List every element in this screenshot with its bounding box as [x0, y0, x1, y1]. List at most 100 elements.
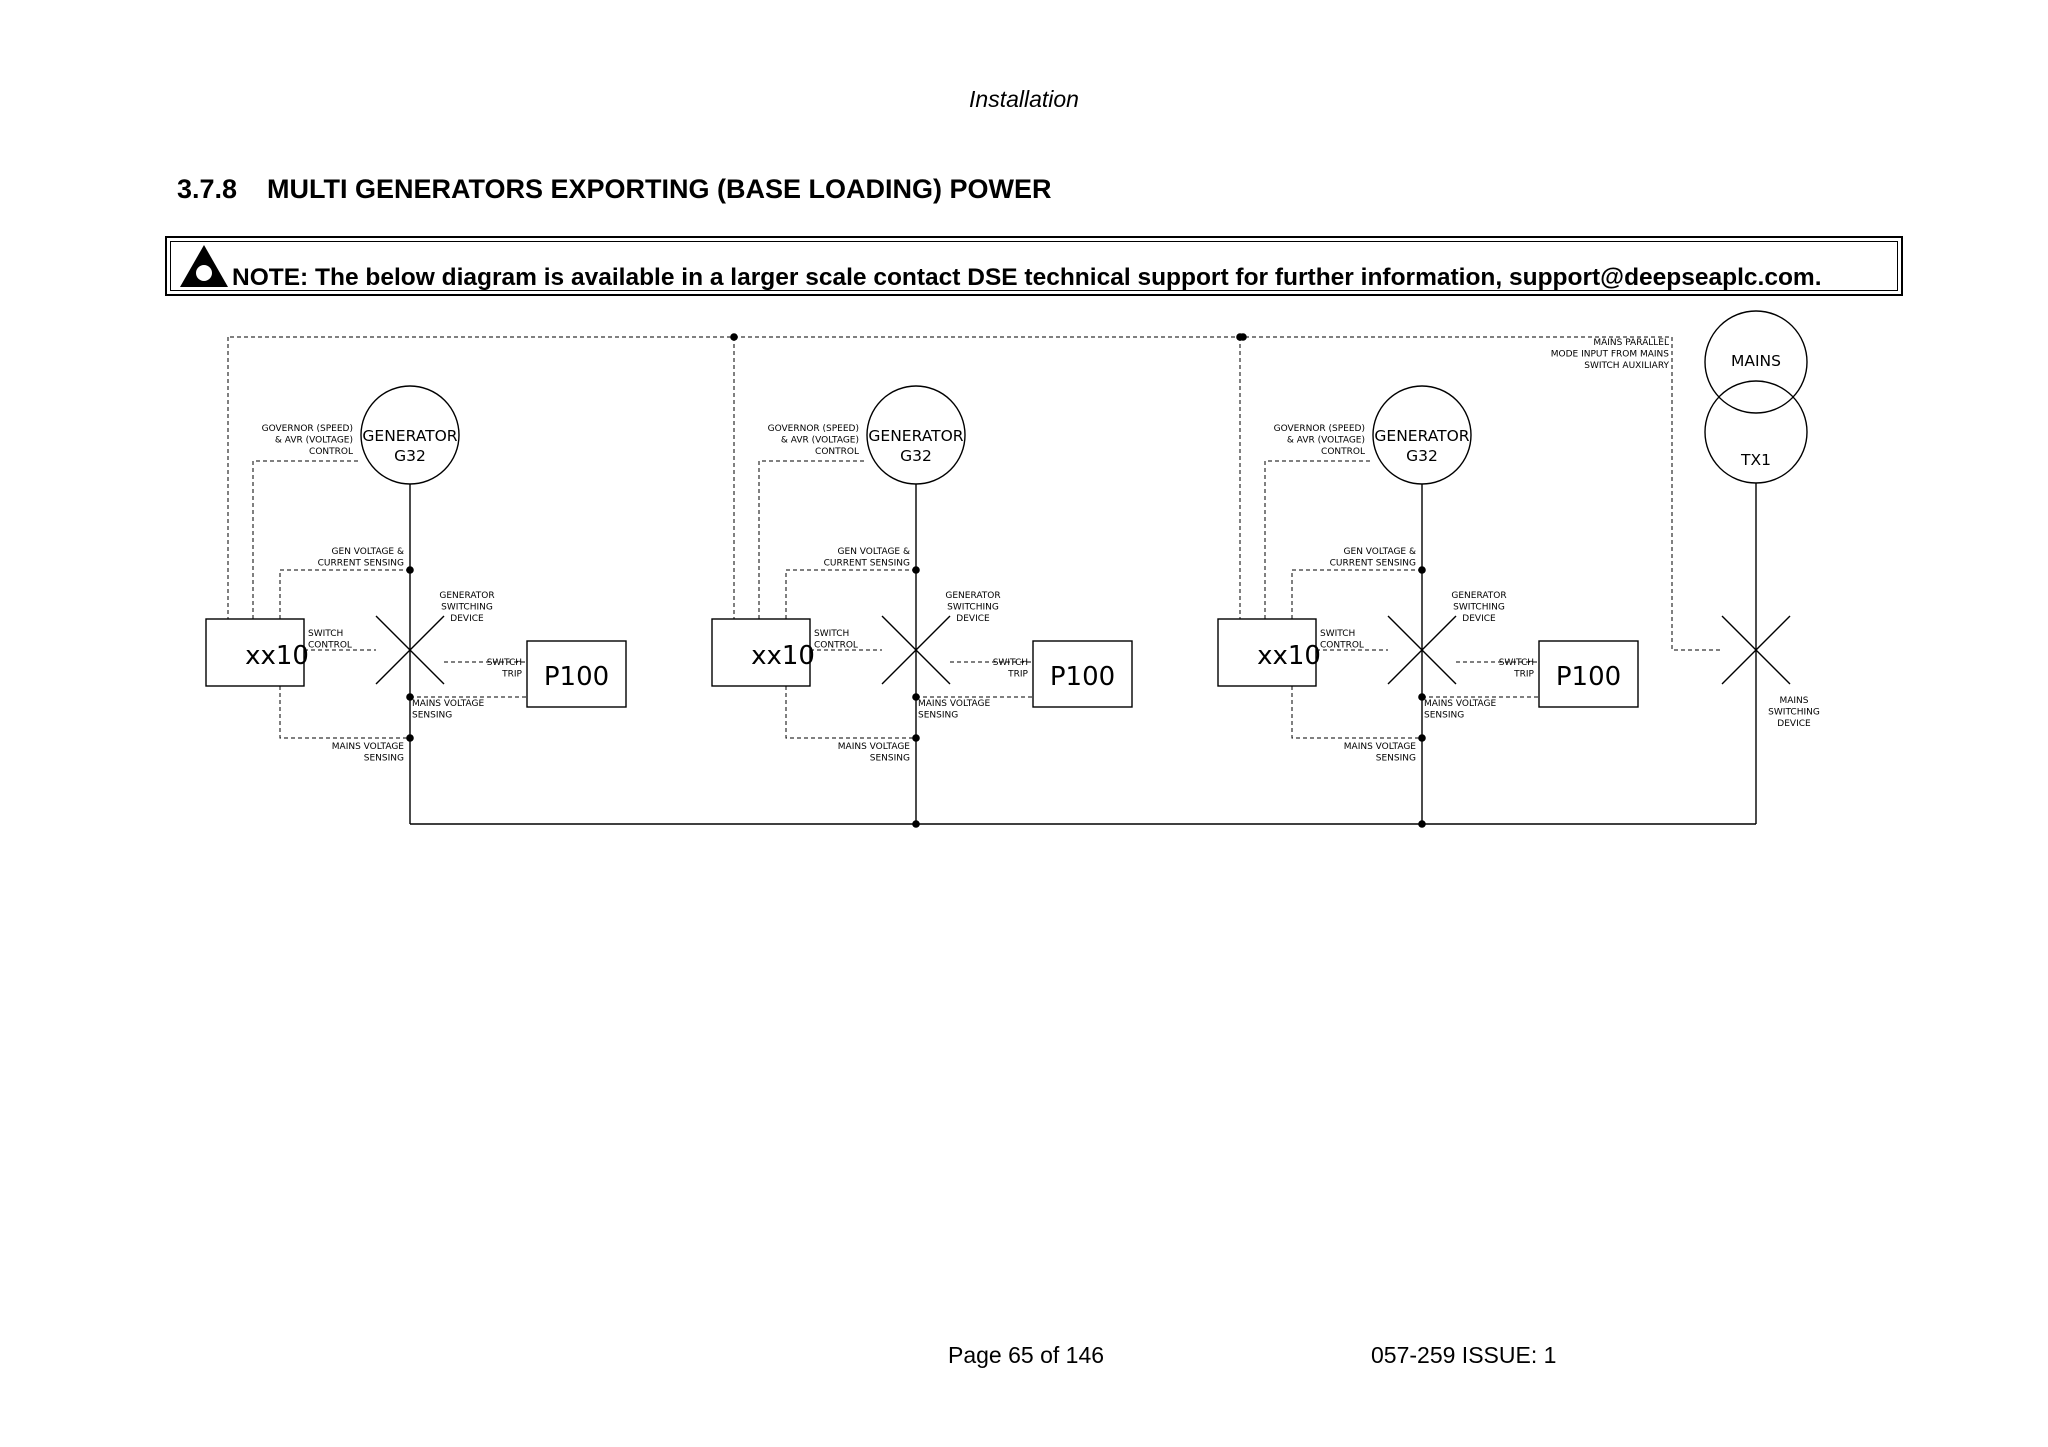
block-3-switching-device-label: SWITCHING [1453, 603, 1505, 613]
mains-switching-label: DEVICE [1777, 719, 1811, 729]
mains-aux-wire [1671, 337, 1722, 651]
block-1-governor-label: GOVERNOR (SPEED) [262, 424, 353, 434]
block-2-governor-label: & AVR (VOLTAGE) [781, 436, 859, 446]
block-2-switching-device-label: GENERATOR [945, 591, 1000, 601]
block-3-bus-junction [1418, 820, 1426, 828]
block-1-mains-sensing-label-2: MAINS VOLTAGE [332, 742, 405, 752]
section-heading: 3.7.8 MULTI GENERATORS EXPORTING (BASE LO… [177, 174, 1052, 205]
block-3-mains-sensing-label-2: MAINS VOLTAGE [1344, 742, 1417, 752]
block-2-bus-junction [912, 820, 920, 828]
warning-icon [180, 245, 228, 287]
transformer-label: TX1 [1740, 451, 1771, 469]
block-3-switch-control-label: CONTROL [1320, 641, 1364, 651]
block-2-gen-sensing-junction [912, 566, 920, 574]
block-2-governor-label: CONTROL [815, 447, 859, 457]
block-3-gen-sensing-wire [1291, 569, 1422, 619]
block-1-mains-sensing-label-1: SENSING [412, 711, 452, 721]
block-3-switching-device-label: GENERATOR [1451, 591, 1506, 601]
block-1-governor-wire [252, 460, 361, 619]
block-1-generator-id: G32 [394, 447, 426, 465]
note-box: NOTE: The below diagram is available in … [165, 236, 1903, 296]
block-2-switch-trip-label: SWITCH [993, 658, 1028, 668]
block-3-controller-box [1217, 618, 1317, 687]
block-3-switch-x-b [1387, 615, 1457, 685]
block-2-switching-device-label: SWITCHING [947, 603, 999, 613]
block-2-protection-box [1032, 640, 1133, 708]
block-3-switch-control-label: SWITCH [1320, 629, 1355, 639]
block-1-p100-sensing-junction [406, 693, 414, 701]
block-1-controller-box [205, 618, 305, 687]
block-2-mains-sensing-label-1: SENSING [918, 711, 958, 721]
mains-parallel-label: MODE INPUT FROM MAINS [1551, 350, 1670, 360]
section-number: 3.7.8 [177, 174, 238, 204]
mains-parallel-label: SWITCH AUXILIARY [1584, 361, 1669, 371]
note-text: NOTE: The below diagram is available in … [232, 264, 1822, 291]
block-2-switching-device-label: DEVICE [956, 614, 990, 624]
block-3-governor-label: & AVR (VOLTAGE) [1287, 436, 1365, 446]
block-1-switching-device-label: GENERATOR [439, 591, 494, 601]
block-3-protection-label: P100 [1556, 662, 1621, 692]
block-1-mains-sensing-label-2: SENSING [364, 754, 404, 764]
block-3-mains-sensing-label-1: SENSING [1424, 711, 1464, 721]
block-3-switch-trip-label: TRIP [1513, 670, 1534, 680]
mains-switch-x-b [1721, 615, 1791, 685]
block-1-mains-sensing-wire [279, 686, 410, 739]
block-1-mains-sensing-label-1: MAINS VOLTAGE [412, 699, 485, 709]
block-3-mains-sensing-wire [1291, 686, 1422, 739]
block-1-protection-label: P100 [544, 662, 609, 692]
block-2-mains-sensing-label-2: MAINS VOLTAGE [838, 742, 911, 752]
block-2-switch-x-b [881, 615, 951, 685]
block-2-switch-control-label: SWITCH [814, 629, 849, 639]
note-inner-border [170, 241, 1898, 291]
block-1-gen-sensing-junction [406, 566, 414, 574]
block-1-switching-device-label: SWITCHING [441, 603, 493, 613]
mains-switching-label: MAINS [1779, 696, 1808, 706]
block-2-governor-label: GOVERNOR (SPEED) [768, 424, 859, 434]
block-1-gen-sensing-wire [279, 569, 410, 619]
block-2-mains-sensing-wire [785, 686, 916, 739]
block-1-gen-sensing-label: GEN VOLTAGE & [332, 547, 404, 557]
block-1-switch-x-b [375, 615, 445, 685]
page-header: Installation [969, 86, 1079, 112]
block-2-mains-sensing-label-1: MAINS VOLTAGE [918, 699, 991, 709]
block-1-protection-box [526, 640, 627, 708]
block-3-governor-wire [1264, 460, 1373, 619]
block-3-switching-device-label: DEVICE [1462, 614, 1496, 624]
mains-switching-label: SWITCHING [1768, 708, 1820, 718]
block-3-p100-sensing-junction [1418, 693, 1426, 701]
block-2-governor-wire [758, 460, 867, 619]
block-1-switch-control-label: SWITCH [308, 629, 343, 639]
block-1-generator-label: GENERATOR [362, 427, 457, 445]
block-2-mains-sensing-label-2: SENSING [870, 754, 910, 764]
block-3-gen-sensing-label: GEN VOLTAGE & [1344, 547, 1416, 557]
block-2-generator-label: GENERATOR [868, 427, 963, 445]
block-3-mains-sensing-junction [1418, 734, 1426, 742]
block-1-mains-sensing-junction [406, 734, 414, 742]
block-1-governor-label: CONTROL [309, 447, 353, 457]
document-issue: 057-259 ISSUE: 1 [1371, 1342, 1557, 1368]
block-2-generator-id: G32 [900, 447, 932, 465]
block-1-switch-control-label: CONTROL [308, 641, 352, 651]
mains-label: MAINS [1731, 352, 1781, 370]
block-2-mains-sensing-junction [912, 734, 920, 742]
block-2-gen-sensing-wire [785, 569, 916, 619]
block-3-generator-label: GENERATOR [1374, 427, 1469, 445]
page-number: Page 65 of 146 [948, 1342, 1105, 1368]
block-2-p100-sensing-junction [912, 693, 920, 701]
block-1-controller-label: xx10 [245, 641, 309, 671]
block-3-mains-sensing-label-1: MAINS VOLTAGE [1424, 699, 1497, 709]
block-2-protection-label: P100 [1050, 662, 1115, 692]
block-2-gen-sensing-label: CURRENT SENSING [824, 559, 910, 569]
mains-parallel-label: MAINS PARALLEL [1593, 338, 1669, 348]
section-title: MULTI GENERATORS EXPORTING (BASE LOADING… [267, 174, 1052, 204]
block-3-governor-label: GOVERNOR (SPEED) [1274, 424, 1365, 434]
block-3-protection-box [1538, 640, 1639, 708]
block-2-switch-trip-label: TRIP [1007, 670, 1028, 680]
block-3-gen-sensing-junction [1418, 566, 1426, 574]
block-3-generator-id: G32 [1406, 447, 1438, 465]
block-1-switching-device-label: DEVICE [450, 614, 484, 624]
block-3-governor-label: CONTROL [1321, 447, 1365, 457]
block-3-switch-trip-label: SWITCH [1499, 658, 1534, 668]
block-3-controller-label: xx10 [1257, 641, 1321, 671]
